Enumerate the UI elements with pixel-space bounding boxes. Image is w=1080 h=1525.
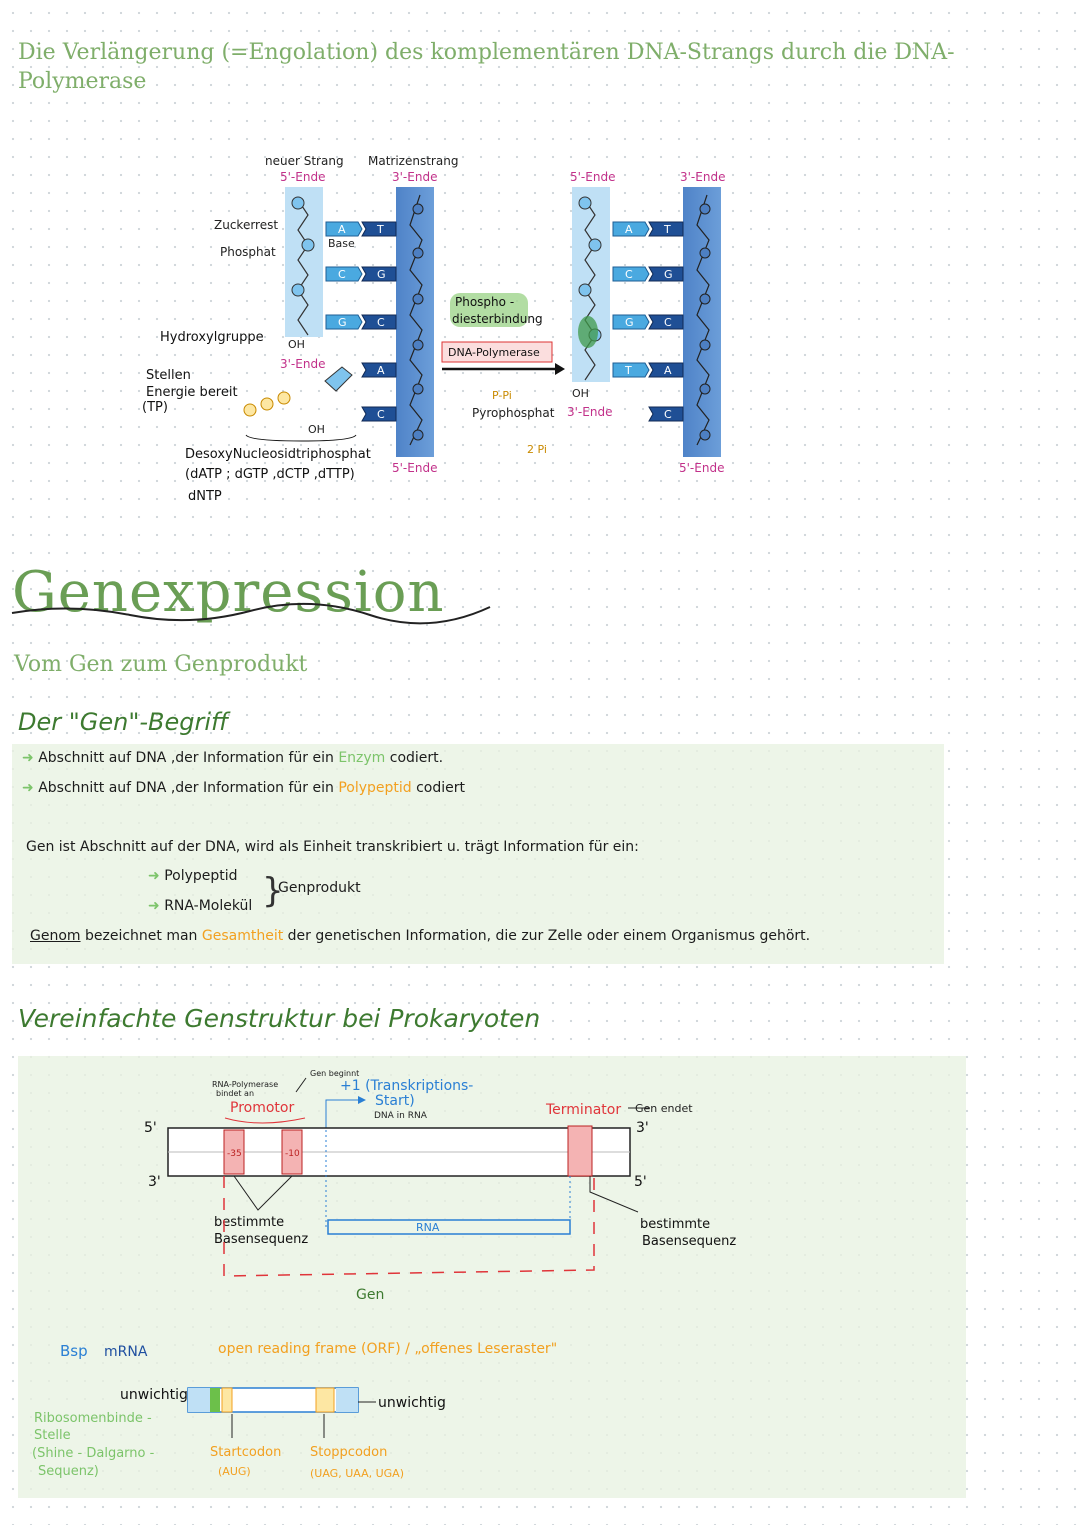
bullet-polypeptid: ➜ Abschnitt auf DNA ,der Information für… [22,780,466,796]
svg-text:Base: Base [328,237,355,250]
svg-text:C: C [625,268,633,281]
heading-gen-begriff: Der "Gen"-Begriff [18,708,229,736]
svg-text:C: C [377,408,385,421]
svg-text:T: T [624,364,632,377]
mrna-diagram: unwichtig unwichtig Startcodon (AUG) Sto… [32,1387,446,1480]
svg-text:5': 5' [144,1120,157,1136]
svg-text:Terminator: Terminator [545,1102,621,1118]
svg-text:2 Pi: 2 Pi [527,443,547,456]
svg-text:Gen: Gen [356,1287,384,1303]
svg-text:bestimmte: bestimmte [214,1215,284,1230]
product-rna-molekuel: ➜ RNA-Molekül [148,898,253,914]
svg-text:G: G [664,268,673,281]
svg-text:-35: -35 [227,1149,242,1159]
svg-text:C: C [664,316,672,329]
svg-text:OH: OH [308,423,325,436]
svg-text:A: A [664,364,672,377]
svg-text:unwichtig: unwichtig [120,1387,188,1403]
svg-text:A: A [377,364,385,377]
svg-text:G: G [377,268,386,281]
svg-text:(Shine - Dalgarno -: (Shine - Dalgarno - [32,1446,155,1461]
svg-text:5'-Ende: 5'-Ende [679,461,724,475]
svg-text:A: A [625,223,633,236]
bullet-enzym: ➜ Abschnitt auf DNA ,der Information für… [22,750,444,766]
svg-text:DNA-Polymerase: DNA-Polymerase [448,346,540,359]
svg-text:unwichtig: unwichtig [378,1395,446,1411]
label-bsp: Bsp [60,1342,88,1360]
svg-text:Phosphat: Phosphat [220,245,276,259]
svg-text:+1 (Transkriptions-: +1 (Transkriptions- [340,1078,473,1094]
gen-definition: Gen ist Abschnitt auf der DNA, wird als … [26,839,639,855]
label-genprodukt: Genprodukt [278,880,361,896]
svg-text:A: A [338,223,346,236]
svg-text:P-Pi: P-Pi [492,389,512,402]
section-title-genexpression: Genexpression [12,560,445,625]
svg-text:Gen beginnt: Gen beginnt [310,1069,359,1078]
svg-text:(UAG, UAA, UGA): (UAG, UAA, UGA) [310,1467,404,1480]
page-title: Die Verlängerung (=Engolation) des kompl… [18,40,955,94]
svg-text:Phospho -: Phospho - [455,295,514,309]
svg-text:Promotor: Promotor [230,1100,294,1116]
svg-text:OH: OH [288,338,305,351]
rna-transcript [327,1219,571,1235]
svg-text:Stellen: Stellen [146,368,191,383]
svg-text:3': 3' [148,1174,161,1190]
genom-definition: Genom bezeichnet man Gesamtheit der gene… [30,928,811,944]
svg-text:-10: -10 [285,1149,300,1159]
dna-polymerase-diagram: neuer Strang 5'-Ende Matrizenstrang 3'-E… [142,154,725,504]
label-orf: open reading frame (ORF) / „offenes Lese… [218,1341,558,1357]
svg-text:5'-Ende: 5'-Ende [570,170,615,184]
svg-text:RNA: RNA [416,1221,440,1234]
svg-text:C: C [664,408,672,421]
svg-text:C: C [338,268,346,281]
svg-text:(TP): (TP) [142,400,168,415]
svg-text:Stelle: Stelle [34,1428,71,1443]
svg-text:Ribosomenbinde -: Ribosomenbinde - [34,1411,152,1426]
brace: } [262,871,284,911]
label-matrizenstrang: Matrizenstrang [368,154,458,168]
svg-text:bindet an: bindet an [216,1089,254,1098]
svg-text:Hydroxylgruppe: Hydroxylgruppe [160,330,264,345]
svg-text:Zuckerrest: Zuckerrest [214,218,278,232]
svg-text:5'-Ende: 5'-Ende [392,461,437,475]
svg-text:Stoppcodon: Stoppcodon [310,1445,387,1460]
label-neuer-strang: neuer Strang [265,154,344,168]
svg-text:5': 5' [634,1174,647,1190]
svg-text:DesoxyNucleosidtriphosphat: DesoxyNucleosidtriphosphat [185,447,371,462]
gen-begriff-box [12,744,944,964]
svg-text:(dATP ; dGTP ,dCTP ,dTTP): (dATP ; dGTP ,dCTP ,dTTP) [185,467,355,482]
svg-text:DNA in RNA: DNA in RNA [374,1111,428,1121]
svg-text:Energie bereit: Energie bereit [146,385,238,400]
label-mrna: mRNA [104,1344,148,1360]
title-underline-scribble [11,602,491,625]
svg-text:RNA-Polymerase: RNA-Polymerase [212,1080,278,1089]
svg-text:C: C [377,316,385,329]
svg-text:OH: OH [572,387,589,400]
svg-text:3'-Ende: 3'-Ende [280,357,325,371]
svg-text:Start): Start) [375,1093,415,1109]
svg-text:diesterbindung: diesterbindung [452,312,543,326]
svg-text:Startcodon: Startcodon [210,1445,281,1460]
svg-text:G: G [338,316,347,329]
svg-text:bestimmte: bestimmte [640,1217,710,1232]
svg-text:(AUG): (AUG) [218,1465,251,1478]
page-subtitle: Vom Gen zum Genprodukt [14,652,308,677]
svg-text:Sequenz): Sequenz) [38,1464,99,1479]
svg-text:Basensequenz: Basensequenz [642,1234,736,1249]
heading-genstruktur: Vereinfachte Genstruktur bei Prokaryoten [18,1004,541,1033]
label-3-ende-a: 3'-Ende [392,170,437,184]
svg-text:G: G [625,316,634,329]
svg-text:Gen endet: Gen endet [635,1102,693,1115]
svg-text:dNTP: dNTP [188,489,222,504]
svg-text:Pyrophosphat: Pyrophosphat [472,406,555,420]
svg-text:T: T [663,223,671,236]
svg-text:3'-Ende: 3'-Ende [680,170,725,184]
svg-text:T: T [376,223,384,236]
svg-text:Basensequenz: Basensequenz [214,1232,308,1247]
product-polypeptid: ➜ Polypeptid [148,868,238,884]
label-5-ende-a: 5'-Ende [280,170,325,184]
prokaryote-gene-diagram: RNA-Polymerase bindet an Gen beginnt Pro… [144,1069,736,1303]
svg-text:3'-Ende: 3'-Ende [567,405,612,419]
svg-text:3': 3' [636,1120,649,1136]
